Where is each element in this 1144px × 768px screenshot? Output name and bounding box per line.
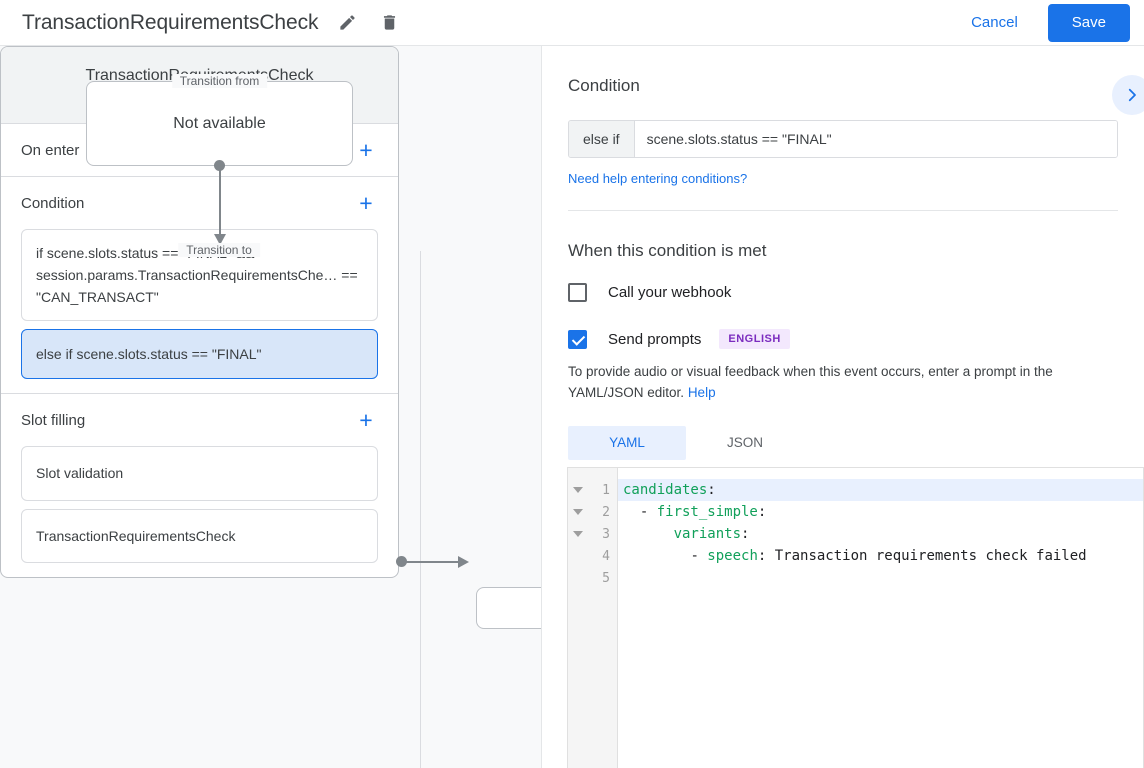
cancel-button[interactable]: Cancel [961, 6, 1028, 39]
slot-filling-list-item[interactable]: TransactionRequirementsCheck [21, 508, 378, 563]
prompts-description-text: To provide audio or visual feedback when… [568, 364, 1053, 400]
section-slot-filling-header: Slot filling + [21, 394, 378, 446]
line-number: 1 [602, 482, 610, 498]
condition-expression-input[interactable]: scene.slots.status == "FINAL" [634, 121, 1117, 157]
code-rest: : Transaction requirements check failed [757, 548, 1087, 564]
when-condition-met-heading: When this condition is met [568, 241, 767, 260]
editor-gutter: 1 2 3 4 5 [568, 468, 618, 768]
condition-heading: Condition [568, 76, 640, 95]
scene-graph-panel: Transition from Not available Transition… [0, 46, 541, 768]
code-key: variants [673, 526, 742, 542]
add-on-enter-button[interactable]: + [359, 136, 373, 163]
section-condition: Condition + if scene.slots.status == "FI… [1, 177, 398, 395]
section-on-enter-title: On enter [21, 141, 80, 159]
pencil-icon[interactable] [334, 10, 360, 36]
code-line[interactable]: candidates: [618, 479, 1143, 501]
code-indent [623, 548, 690, 564]
connector-line-vertical [219, 166, 221, 240]
transition-to-legend: Transition to [178, 243, 260, 257]
section-on-enter-header: On enter + [21, 124, 378, 176]
transition-from-card: Transition from Not available [86, 74, 353, 166]
call-webhook-label: Call your webhook [608, 284, 732, 301]
graph-guide-line [420, 251, 421, 768]
gutter-row: 2 [568, 501, 617, 523]
tab-yaml[interactable]: YAML [568, 425, 686, 460]
code-line[interactable]: variants: [618, 523, 1143, 545]
connector-arrow-down [214, 234, 226, 245]
need-help-conditions-link[interactable]: Need help entering conditions? [568, 171, 748, 186]
code-rest: : [707, 482, 716, 498]
code-rest: : [757, 504, 767, 520]
yaml-editor[interactable]: 1 2 3 4 5 candidates: - first_simple: va… [567, 467, 1144, 768]
fold-arrow-icon[interactable] [573, 487, 583, 493]
line-number: 3 [602, 526, 610, 542]
section-condition-title: Condition [21, 194, 85, 212]
call-webhook-checkbox[interactable] [568, 283, 587, 302]
chevron-right-icon[interactable] [1112, 75, 1144, 115]
connector-line-horizontal [402, 561, 460, 563]
add-condition-button[interactable]: + [359, 189, 373, 216]
code-line[interactable]: - first_simple: [618, 501, 1143, 523]
fold-arrow-icon[interactable] [573, 531, 583, 537]
section-slot-filling-title: Slot filling [21, 411, 86, 429]
transition-target-card[interactable] [476, 587, 541, 629]
language-badge: ENGLISH [719, 329, 790, 349]
gutter-row: 3 [568, 523, 617, 545]
code-key: first_simple [656, 504, 758, 520]
code-dash: - [690, 548, 708, 564]
gutter-row: 1 [568, 479, 617, 501]
help-link[interactable]: Help [687, 384, 716, 400]
gutter-row: 4 [568, 545, 617, 567]
app-header: TransactionRequirementsCheck Cancel Save [0, 0, 1144, 46]
code-indent [623, 504, 640, 520]
condition-input-row[interactable]: else if scene.slots.status == "FINAL" [568, 120, 1118, 158]
code-line[interactable] [618, 567, 1143, 589]
condition-section: Condition else if scene.slots.status == … [542, 46, 1144, 211]
send-prompts-label: Send prompts [608, 330, 702, 348]
prompts-description: To provide audio or visual feedback when… [568, 362, 1118, 404]
send-prompts-row[interactable]: Send prompts ENGLISH [568, 329, 1118, 349]
section-divider [568, 210, 1118, 211]
condition-help-row: Need help entering conditions? [568, 170, 1118, 188]
editor-format-tabs: YAML JSON [568, 425, 1118, 460]
editor-code-area[interactable]: candidates: - first_simple: variants: - … [618, 468, 1143, 768]
section-on-enter: On enter + [1, 124, 398, 177]
line-number: 4 [602, 548, 610, 564]
connector-arrow-right [458, 556, 469, 568]
trash-icon[interactable] [376, 10, 402, 36]
code-dash: - [639, 504, 657, 520]
send-prompts-checkbox[interactable] [568, 329, 587, 349]
line-number: 2 [602, 504, 610, 520]
line-number: 5 [602, 570, 610, 586]
code-line[interactable]: - speech: Transaction requirements check… [618, 545, 1143, 567]
save-button[interactable]: Save [1047, 3, 1130, 42]
section-condition-header: Condition + [21, 177, 378, 229]
code-key: candidates [623, 482, 708, 498]
transition-from-value: Not available [173, 114, 266, 132]
tab-json[interactable]: JSON [726, 435, 763, 451]
code-rest: : [741, 526, 750, 542]
call-webhook-row[interactable]: Call your webhook [568, 283, 1118, 302]
fold-arrow-icon[interactable] [573, 509, 583, 515]
gutter-row: 5 [568, 567, 617, 589]
condition-prefix-label: else if [569, 121, 635, 157]
code-indent [623, 526, 674, 542]
page-title: TransactionRequirementsCheck [22, 10, 319, 34]
connector-dot-from [214, 160, 225, 171]
condition-list-item-selected[interactable]: else if scene.slots.status == "FINAL" [21, 329, 378, 380]
slot-filling-list-item[interactable]: Slot validation [21, 446, 378, 501]
add-slot-filling-button[interactable]: + [359, 406, 373, 433]
transition-from-legend: Transition from [171, 74, 268, 88]
connector-dot-condition [396, 556, 407, 567]
section-slot-filling: Slot filling + Slot validation Transacti… [1, 394, 398, 576]
when-condition-met-section: When this condition is met Call your web… [542, 211, 1144, 460]
code-key: speech [707, 548, 758, 564]
